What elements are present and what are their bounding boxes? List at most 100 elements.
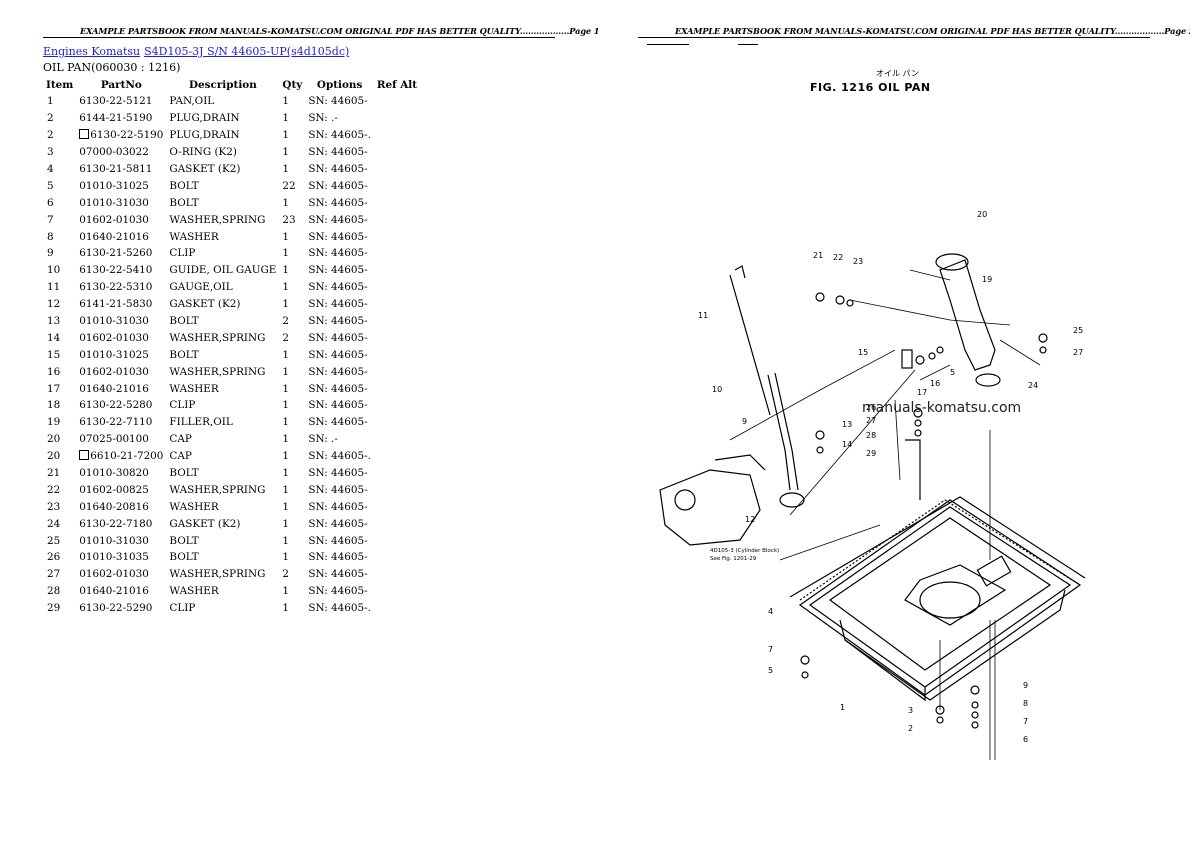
col-header-description: Description bbox=[189, 79, 257, 91]
callout-5b: 5 bbox=[768, 666, 773, 675]
item-cell: 2 bbox=[43, 127, 76, 144]
callout-20: 20 bbox=[977, 210, 987, 219]
description-cell-text: GAUGE,OIL bbox=[169, 281, 233, 294]
table-row: 9 6130-21-5260 CLIP 1 SN: 44605- bbox=[43, 245, 420, 262]
item-cell: 14 bbox=[43, 329, 76, 346]
description-cell-text: BOLT bbox=[169, 196, 199, 209]
partno-cell-text: 01602-00825 bbox=[79, 483, 149, 496]
divider bbox=[647, 44, 689, 45]
callout-2: 2 bbox=[908, 724, 913, 733]
description-cell-text: WASHER bbox=[169, 500, 219, 513]
partno-cell-text: 01010-31025 bbox=[79, 348, 149, 361]
description-cell-text: BOLT bbox=[169, 348, 199, 361]
partno-cell-text: 01640-21016 bbox=[79, 230, 149, 243]
qty-cell: 2 bbox=[279, 313, 305, 330]
item-cell-text: 9 bbox=[47, 247, 54, 260]
callout-6: 6 bbox=[1023, 735, 1028, 744]
qty-cell-text: 1 bbox=[282, 196, 289, 209]
qty-cell: 1 bbox=[279, 245, 305, 262]
figure-japanese-title: オイル パン bbox=[876, 69, 919, 78]
item-cell-text: 21 bbox=[47, 467, 61, 480]
partno-cell: 6130-22-5290 bbox=[76, 600, 166, 617]
options-cell-text: SN: 44605- bbox=[308, 163, 368, 175]
qty-cell-text: 1 bbox=[282, 399, 289, 412]
partno-cell-text: 01602-01030 bbox=[79, 331, 149, 344]
breadcrumb-link-engines[interactable]: Engines Komatsu bbox=[43, 45, 141, 58]
partno-cell-text: 6130-22-7180 bbox=[79, 517, 153, 530]
refalt-cell bbox=[374, 431, 420, 448]
description-cell-text: CLIP bbox=[169, 247, 196, 260]
item-cell: 27 bbox=[43, 566, 76, 583]
qty-cell: 1 bbox=[279, 448, 305, 465]
partno-cell-text: 6130-21-5260 bbox=[79, 247, 153, 260]
item-cell: 29 bbox=[43, 600, 76, 617]
item-cell-text: 11 bbox=[47, 281, 61, 294]
options-cell-text: SN: 44605- bbox=[308, 213, 368, 226]
oil-pan-exploded-diagram: 20 19 21 22 23 11 10 15 16 17 5 25 27 24… bbox=[659, 210, 1086, 760]
item-cell-text: 12 bbox=[47, 298, 61, 311]
qty-cell-text: 1 bbox=[282, 129, 289, 142]
item-cell-text: 19 bbox=[47, 416, 61, 429]
description-cell: O-RING (K2) bbox=[166, 144, 279, 161]
options-cell-text: SN: 44605- bbox=[308, 551, 368, 564]
options-cell: SN: 44605- bbox=[305, 245, 374, 262]
qty-cell-text: 1 bbox=[282, 163, 289, 175]
callout-14: 14 bbox=[842, 440, 852, 449]
description-cell: BOLT bbox=[166, 532, 279, 549]
qty-cell: 1 bbox=[279, 397, 305, 414]
options-cell-text: SN: 44605- bbox=[308, 331, 368, 344]
options-cell-text: SN: 44605-. bbox=[308, 129, 371, 142]
partno-cell: 01602-01030 bbox=[76, 329, 166, 346]
options-cell: SN: 44605- bbox=[305, 498, 374, 515]
partno-cell-text: 01602-01030 bbox=[79, 365, 149, 378]
qty-cell-text: 1 bbox=[282, 483, 289, 496]
item-cell-text: 14 bbox=[47, 331, 61, 344]
section-title: OIL PAN(060030 : 1216) bbox=[43, 61, 181, 74]
qty-cell-text: 2 bbox=[282, 568, 289, 581]
item-cell-text: 28 bbox=[47, 585, 61, 598]
callout-17: 17 bbox=[917, 388, 927, 397]
partno-cell-text: 01602-01030 bbox=[79, 213, 149, 226]
qty-cell-text: 1 bbox=[282, 247, 289, 260]
oil-pan-flange bbox=[798, 499, 1082, 696]
qty-cell: 1 bbox=[279, 194, 305, 211]
item-cell-text: 15 bbox=[47, 348, 61, 361]
description-cell-text: BOLT bbox=[169, 315, 199, 328]
callout-9: 9 bbox=[742, 417, 747, 426]
options-cell: SN: 44605- bbox=[305, 211, 374, 228]
refalt-cell bbox=[374, 211, 420, 228]
description-cell: WASHER,SPRING bbox=[166, 363, 279, 380]
partno-cell: 6130-22-5121 bbox=[76, 93, 166, 110]
figure-note-block: 4D105-3 (Cylinder Block) bbox=[710, 548, 779, 554]
description-cell: WASHER bbox=[166, 498, 279, 515]
description-cell-text: GASKET (K2) bbox=[169, 517, 241, 530]
options-cell-text: SN: 44605-. bbox=[308, 450, 371, 463]
refalt-cell bbox=[374, 380, 420, 397]
description-cell-text: CAP bbox=[169, 450, 192, 463]
callout-25: 25 bbox=[1073, 326, 1083, 335]
options-cell: SN: 44605- bbox=[305, 161, 374, 178]
item-cell: 19 bbox=[43, 414, 76, 431]
refalt-cell bbox=[374, 279, 420, 296]
options-cell-text: SN: 44605- bbox=[308, 196, 368, 209]
description-cell: PLUG,DRAIN bbox=[166, 127, 279, 144]
callout-7b: 7 bbox=[1023, 717, 1028, 726]
qty-cell-text: 1 bbox=[282, 95, 289, 108]
options-cell: SN: 44605-. bbox=[305, 448, 374, 465]
partno-cell: 01010-31030 bbox=[76, 194, 166, 211]
qty-cell: 1 bbox=[279, 127, 305, 144]
qty-cell-text: 2 bbox=[282, 331, 289, 344]
description-cell: BOLT bbox=[166, 194, 279, 211]
breadcrumb-link-model[interactable]: S4D105-3J S/N 44605-UP(s4d105dc) bbox=[144, 45, 350, 58]
